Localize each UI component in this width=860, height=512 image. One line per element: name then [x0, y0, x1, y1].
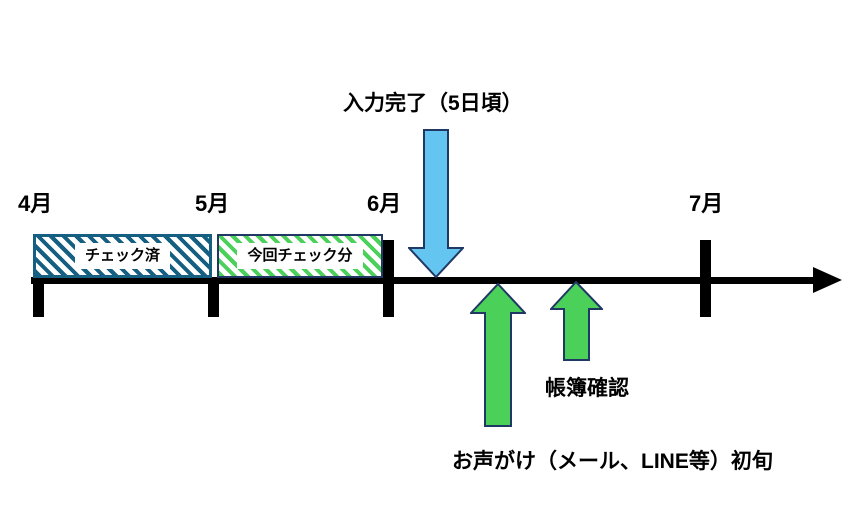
checked-period-box: チェック済 — [33, 234, 212, 278]
up-arrow-small-shape — [550, 281, 603, 361]
down-arrow-icon — [408, 129, 464, 278]
up-arrow-small-icon — [550, 281, 603, 361]
down-arrow-shape — [408, 129, 464, 278]
tick-june — [383, 240, 394, 317]
month-label-june: 6月 — [367, 191, 402, 216]
tick-april — [33, 277, 44, 317]
tick-may — [208, 277, 219, 317]
up-arrow-big-icon — [470, 283, 526, 427]
ledger-check-label: 帳簿確認 — [545, 377, 629, 400]
outreach-label: お声がけ（メール、LINE等）初旬 — [452, 450, 773, 473]
current-check-period-box: 今回チェック分 — [217, 234, 383, 278]
month-label-july: 7月 — [689, 191, 724, 216]
month-label-april: 4月 — [18, 191, 53, 216]
up-arrow-big-shape — [470, 283, 526, 427]
checked-period-label: チェック済 — [74, 243, 170, 269]
current-check-period-label: 今回チェック分 — [237, 243, 363, 269]
month-label-may: 5月 — [195, 191, 230, 216]
input-complete-label: 入力完了（5日頃） — [343, 92, 523, 115]
timeline-arrowhead-icon — [813, 267, 842, 293]
timeline-axis — [31, 277, 818, 284]
tick-july — [700, 240, 711, 317]
